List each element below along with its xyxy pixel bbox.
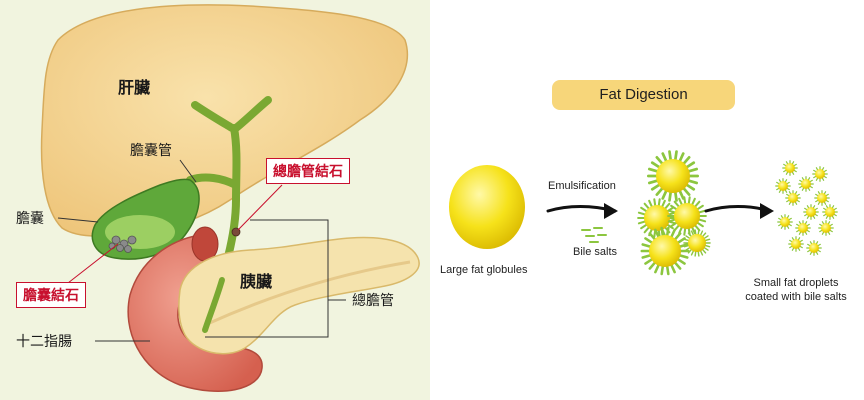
leader-common-bile-duct-bracket: [205, 219, 329, 338]
label-gallstone: 膽囊結石: [16, 282, 86, 308]
common-bile-duct-through-pancreas: [202, 277, 225, 333]
bile-salt-marks: [581, 227, 607, 243]
hepatic-duct-left: [191, 101, 236, 132]
coating-arrowhead: [760, 203, 774, 219]
emulsified-droplet-3: [667, 196, 707, 236]
leader-bile-duct-stone: [237, 184, 283, 231]
label-duodenum: 十二指腸: [16, 334, 72, 350]
small-droplet-5: [803, 204, 819, 220]
leader-lines: [57, 159, 346, 342]
small-droplet-11: [822, 204, 838, 220]
gallstones: [108, 235, 137, 253]
small-droplet-1: [782, 160, 798, 176]
label-common-bile-duct-stone: 總膽管結石: [266, 158, 350, 184]
hepatic-duct-right: [232, 96, 272, 132]
leader-gallstone: [67, 243, 119, 284]
leader-gallbladder: [57, 217, 99, 223]
label-pancreas: 胰臟: [240, 272, 273, 291]
label-small-fat-line1: Small fat droplets: [753, 277, 839, 289]
small-droplet-10: [806, 240, 822, 256]
label-cystic-duct: 膽囊管: [130, 143, 172, 159]
small-droplet-2: [798, 176, 814, 192]
duodenum-opening: [191, 226, 219, 262]
small-droplet-13: [812, 166, 828, 182]
common-hepatic-duct: [230, 124, 241, 204]
label-emulsification: Emulsification: [548, 180, 616, 192]
small-coated-droplets: [775, 160, 838, 256]
emulsified-droplet-1: [646, 150, 700, 202]
label-bile-salts: Bile salts: [573, 246, 618, 258]
small-droplet-9: [788, 236, 804, 252]
small-droplet-6: [777, 214, 793, 230]
emulsification-arrowhead: [604, 203, 618, 219]
label-liver: 肝臟: [118, 78, 151, 97]
small-droplet-12: [775, 178, 791, 194]
small-droplet-8: [818, 220, 834, 236]
large-fat-globule: [449, 165, 525, 249]
label-large-fat-globules: Large fat globules: [440, 264, 528, 276]
label-small-fat-line2: coated with bile salts: [745, 291, 847, 303]
emulsified-droplet-5: [683, 229, 711, 257]
emulsified-droplet-4: [640, 226, 690, 276]
pancreatic-duct: [204, 260, 411, 327]
pancreas-shape: [178, 236, 420, 355]
small-droplet-3: [814, 190, 830, 206]
leader-cystic-duct: [179, 159, 197, 183]
label-common-bile-duct: 總膽管: [352, 293, 394, 309]
small-droplet-7: [795, 220, 811, 236]
label-gallbladder: 膽囊: [16, 211, 44, 227]
small-droplet-4: [785, 190, 801, 206]
label-small-fat-droplets: Small fat droplets coated with bile salt…: [734, 276, 858, 304]
emulsified-droplets: [637, 150, 711, 276]
fat-digestion-title: Fat Digestion: [552, 80, 735, 110]
